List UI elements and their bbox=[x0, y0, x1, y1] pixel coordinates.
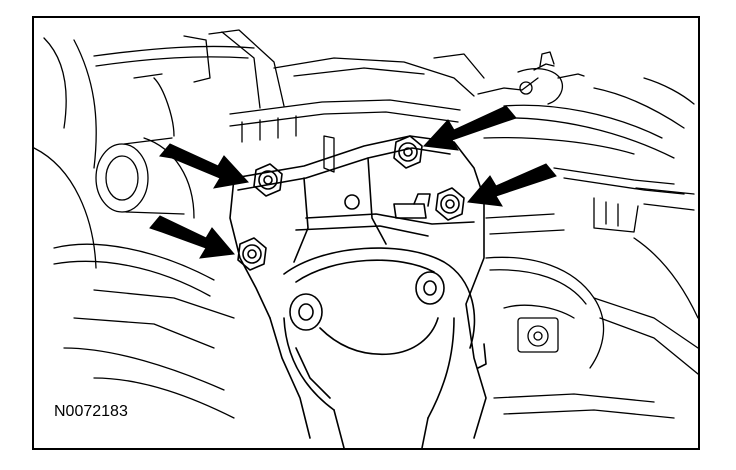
arrow-icon bbox=[159, 143, 249, 189]
arrow-icon bbox=[422, 105, 517, 151]
background-engine-linework bbox=[93, 29, 695, 233]
figure-id: N0072183 bbox=[54, 403, 128, 420]
nut-upper-left bbox=[253, 163, 283, 197]
nut-lower-left bbox=[237, 237, 267, 271]
engine-mount-illustration bbox=[34, 29, 698, 448]
arrow-icon bbox=[467, 163, 557, 207]
nut-mid-right bbox=[435, 187, 465, 221]
background-right-linework bbox=[485, 213, 698, 419]
figure-frame: N0072183 bbox=[32, 16, 700, 450]
mount-nuts bbox=[237, 135, 465, 271]
callout-arrows bbox=[149, 105, 557, 259]
arrow-icon bbox=[149, 215, 235, 259]
background-left-linework bbox=[34, 37, 235, 419]
nut-upper-right bbox=[393, 135, 423, 169]
mount-bracket bbox=[229, 135, 487, 448]
